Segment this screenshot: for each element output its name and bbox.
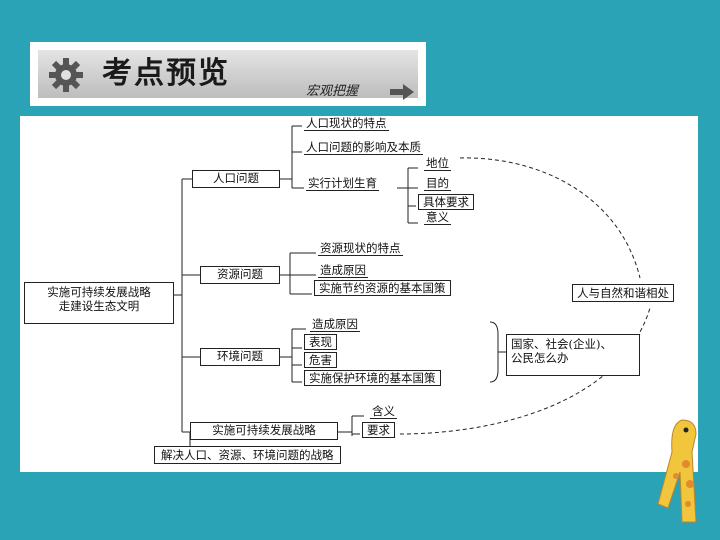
branch-population: 人口问题 [192, 170, 280, 188]
environment-item-4: 实施保护环境的基本国策 [304, 370, 441, 386]
header-banner: 考点预览 宏观把握 [30, 42, 426, 106]
resources-item-1: 资源现状的特点 [318, 241, 403, 256]
page-subtitle: 宏观把握 [306, 84, 359, 99]
mindmap-panel: 实施可持续发展战略 走建设生态文明 人口问题 人口现状的特点 人口问题的影响及本… [20, 116, 698, 472]
arrow-right-icon [390, 84, 414, 100]
population-item-1: 人口现状的特点 [304, 116, 389, 131]
header-bar: 考点预览 宏观把握 [38, 50, 418, 100]
branch-resources: 资源问题 [200, 266, 280, 284]
mindmap-root: 实施可持续发展战略 走建设生态文明 [24, 282, 174, 324]
actors-node: 国家、社会(企业)、 公民怎么办 [506, 334, 640, 376]
population-item-3: 实行计划生育 [306, 176, 379, 191]
environment-item-1: 造成原因 [310, 317, 360, 332]
population-item-2: 人口问题的影响及本质 [304, 140, 423, 155]
family-planning-position: 地位 [424, 156, 451, 171]
harmony-node: 人与自然和谐相处 [572, 284, 674, 302]
resources-item-2: 造成原因 [318, 263, 368, 278]
page-title: 考点预览 [102, 56, 230, 91]
family-planning-requirements: 具体要求 [418, 194, 474, 210]
environment-item-3: 危害 [304, 352, 337, 368]
mindmap-connectors [173, 125, 651, 446]
solution-strategy-label: 解决人口、资源、环境问题的战略 [154, 446, 341, 464]
resources-item-3: 实施节约资源的基本国策 [314, 280, 451, 296]
strategy-meaning: 含义 [370, 404, 397, 419]
family-planning-purpose: 目的 [424, 176, 451, 191]
strategy-requirements: 要求 [362, 422, 395, 438]
gear-icon [49, 58, 83, 92]
giraffe-decoration [657, 419, 697, 523]
branch-strategy: 实施可持续发展战略 [190, 422, 338, 440]
branch-environment: 环境问题 [200, 348, 280, 366]
environment-item-2: 表现 [304, 334, 337, 350]
family-planning-significance: 意义 [424, 210, 451, 225]
